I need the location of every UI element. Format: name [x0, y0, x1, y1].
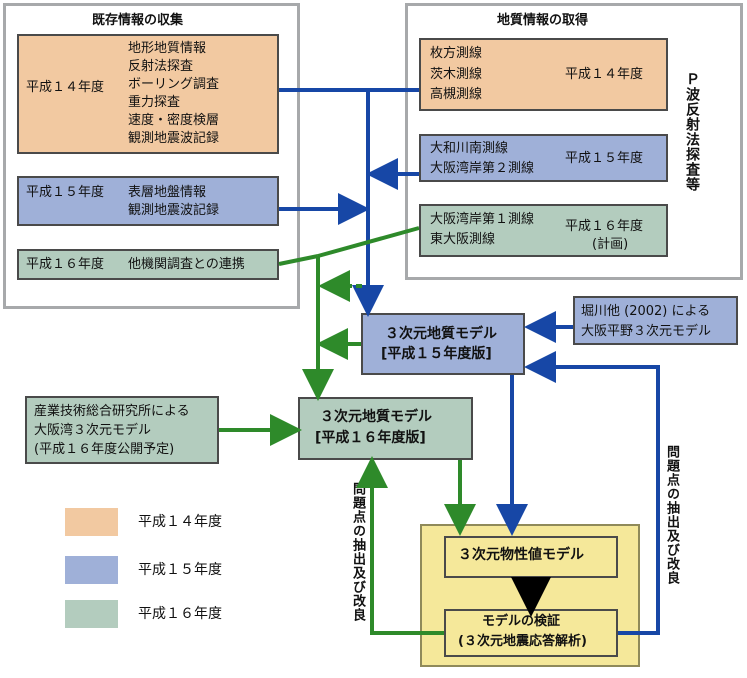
existing-h15-year: 平成１５年度 — [26, 185, 105, 200]
aist-line: (平成１６年度公開予定) — [34, 442, 175, 457]
p-wave-label: Ｐ波反射法探査等 — [684, 72, 700, 192]
legend-label-h16: 平成１６年度 — [138, 606, 222, 622]
arrow-feedback-right — [524, 351, 660, 635]
arrow-feedback-left — [356, 456, 444, 635]
survey-h15-line: 大和川南測線 — [430, 141, 509, 156]
model16-version: [平成１６年度版] — [315, 430, 426, 446]
survey-h16-year: 平成１６年度 — [565, 219, 644, 234]
existing-h14-line: 地形地質情報 — [128, 41, 207, 56]
legend-swatch-h15 — [65, 556, 118, 584]
existing-h15-line: 観測地震波記録 — [128, 203, 220, 218]
feedback-right-label: 問題点の抽出及び改良 — [664, 445, 679, 585]
aist-box — [25, 396, 219, 464]
existing-h14-line: 観測地震波記録 — [128, 131, 220, 146]
aist-line: 産業技術総合研究所による — [34, 404, 190, 419]
existing-h14-line: 反射法探査 — [128, 59, 194, 74]
existing-h16-year: 平成１６年度 — [26, 257, 105, 272]
verification-title: モデルの検証 — [482, 614, 561, 629]
horikawa-box — [573, 296, 738, 345]
model16-box — [298, 397, 473, 460]
horikawa-line: 大阪平野３次元モデル — [581, 324, 712, 339]
legend-swatch-h16 — [65, 600, 118, 628]
model15-version: [平成１５年度版] — [381, 346, 492, 362]
survey-h15-year: 平成１５年度 — [565, 151, 644, 166]
property-model-label: ３次元物性値モデル — [458, 547, 584, 563]
arrow-green-survey-h16 — [317, 226, 420, 258]
existing-h15-line: 表層地盤情報 — [128, 185, 207, 200]
survey-h16-note: (計画) — [592, 237, 629, 252]
survey-h14-year: 平成１４年度 — [565, 67, 644, 82]
legend-swatch-h14 — [65, 508, 118, 536]
existing-h16-box — [17, 249, 279, 280]
feedback-left-label: 問題点の抽出及び改良 — [350, 482, 365, 622]
model16-title: ３次元地質モデル — [320, 409, 432, 425]
aist-line: 大阪湾３次元モデル — [34, 423, 152, 438]
existing-h14-line: ボーリング調査 — [128, 77, 220, 92]
survey-h16-line: 東大阪測線 — [430, 232, 496, 247]
existing-h14-line: 速度・密度検層 — [128, 113, 220, 128]
survey-h14-line: 高槻測線 — [430, 87, 483, 102]
existing-info-title: 既存情報の収集 — [92, 13, 184, 28]
model15-title: ３次元地質モデル — [385, 326, 497, 342]
existing-h16-text: 他機関調査との連携 — [128, 257, 245, 272]
legend-label-h15: 平成１５年度 — [138, 562, 222, 578]
survey-h14-box — [419, 38, 668, 111]
survey-h14-line: 茨木測線 — [430, 67, 483, 82]
survey-h16-line: 大阪湾岸第１測線 — [430, 212, 535, 227]
verification-subtitle: (３次元地震応答解析) — [458, 634, 587, 649]
geology-info-title: 地質情報の取得 — [497, 13, 589, 28]
horikawa-line: 堀川他 (2002) による — [581, 304, 711, 319]
existing-h14-box — [17, 34, 279, 154]
existing-h15-box — [17, 176, 279, 226]
legend-label-h14: 平成１４年度 — [138, 514, 222, 530]
survey-h15-box — [419, 134, 668, 182]
survey-h16-box — [419, 204, 668, 257]
existing-h14-year: 平成１４年度 — [26, 80, 105, 95]
existing-h14-line: 重力探査 — [128, 95, 181, 110]
survey-h14-line: 枚方測線 — [430, 46, 483, 61]
survey-h15-line: 大阪湾岸第２測線 — [430, 161, 535, 176]
model15-box — [361, 313, 525, 375]
arrow-green-existing-h16 — [278, 254, 319, 266]
